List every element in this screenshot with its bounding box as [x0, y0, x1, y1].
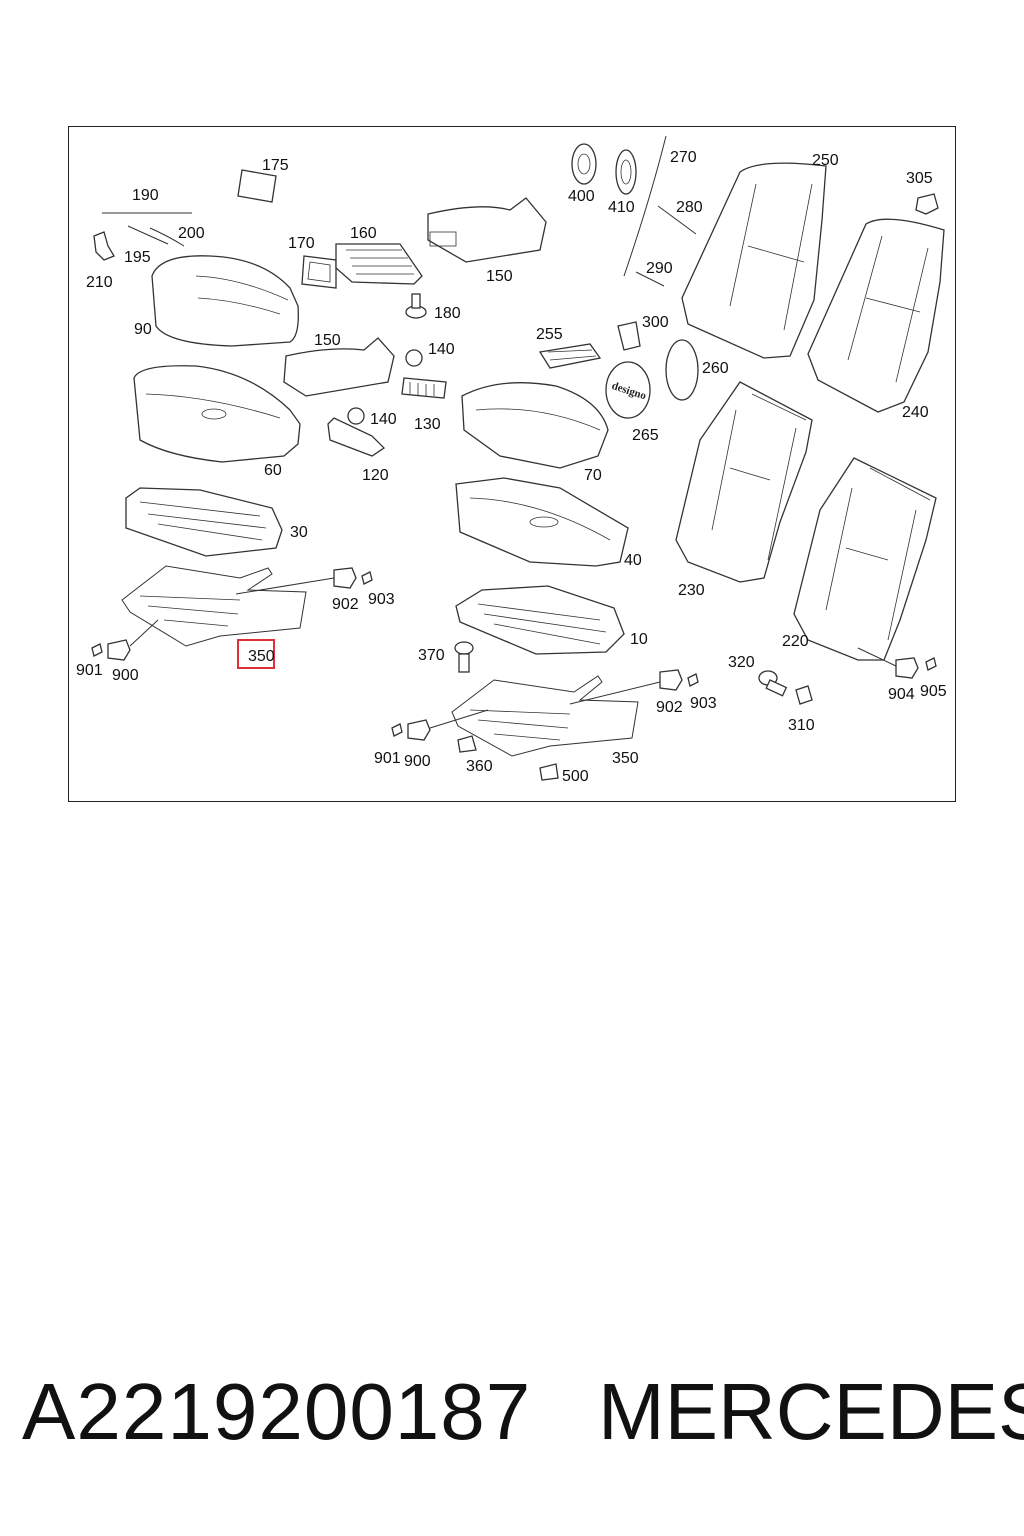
callout-310: 310 [788, 717, 815, 734]
callout-901: 901 [374, 750, 401, 767]
callout-320: 320 [728, 654, 755, 671]
hardware-right-shape [391, 669, 699, 781]
callout-370: 370 [418, 647, 445, 664]
part-410-shape [615, 149, 637, 195]
callout-270: 270 [670, 149, 697, 166]
part-10-shape [455, 585, 625, 655]
callout-160: 160 [350, 225, 377, 242]
callout-305: 305 [906, 170, 933, 187]
part-230-shape [675, 381, 813, 583]
callout-901: 901 [76, 662, 103, 679]
callout-400: 400 [568, 188, 595, 205]
callout-120: 120 [362, 467, 389, 484]
callout-902: 902 [332, 596, 359, 613]
part-290-shape [635, 271, 665, 287]
part-350-left-shape [121, 565, 307, 647]
callout-280: 280 [676, 199, 703, 216]
part-40-shape [455, 477, 629, 567]
part-260-shape [665, 339, 699, 401]
callout-903: 903 [368, 591, 395, 608]
part-250-shape [681, 162, 827, 359]
part-320-shape [758, 670, 788, 697]
callout-170: 170 [288, 235, 315, 252]
part-120-shape [327, 417, 386, 457]
callout-255: 255 [536, 326, 563, 343]
part-number: A2219200187 [22, 1367, 532, 1456]
part-190-shape [102, 212, 192, 247]
part-265-shape: designo [605, 361, 651, 419]
callout-900: 900 [112, 667, 139, 684]
part-280-shape [657, 205, 697, 235]
part-170-shape [301, 255, 337, 289]
callout-180: 180 [434, 305, 461, 322]
highlight-box [237, 639, 275, 669]
part-150-mid-shape [283, 337, 395, 397]
callout-190: 190 [132, 187, 159, 204]
callout-350: 350 [248, 648, 275, 665]
callout-300: 300 [642, 314, 669, 331]
callout-220: 220 [782, 633, 809, 650]
callout-902: 902 [656, 699, 683, 716]
part-180-shape [405, 293, 427, 319]
callout-410: 410 [608, 199, 635, 216]
callout-70: 70 [584, 467, 602, 484]
callout-40: 40 [624, 552, 642, 569]
callout-210: 210 [86, 274, 113, 291]
callout-200: 200 [178, 225, 205, 242]
callout-130: 130 [414, 416, 441, 433]
part-30-shape [125, 487, 283, 557]
callout-60: 60 [264, 462, 282, 479]
seat-exploded-view: designo [76, 135, 947, 785]
callout-140: 140 [428, 341, 455, 358]
part-400-shape [571, 143, 597, 185]
part-175-shape [237, 169, 277, 203]
part-240-shape [807, 218, 945, 413]
callout-150: 150 [314, 332, 341, 349]
callout-500: 500 [562, 768, 589, 785]
callout-900: 900 [404, 753, 431, 770]
part-160-shape [335, 243, 423, 285]
part-70-shape [461, 382, 609, 469]
callout-150: 150 [486, 268, 513, 285]
callout-10: 10 [630, 631, 648, 648]
hardware-left-shape [91, 567, 373, 661]
part-220-shape [793, 457, 937, 661]
part-130-shape [401, 377, 447, 399]
callout-905: 905 [920, 683, 947, 700]
callout-903: 903 [690, 695, 717, 712]
callout-240: 240 [902, 404, 929, 421]
part-60-shape [133, 365, 301, 463]
callout-30: 30 [290, 524, 308, 541]
part-90-shape [151, 255, 299, 347]
callout-350: 350 [612, 750, 639, 767]
callout-290: 290 [646, 260, 673, 277]
part-150-top-shape [427, 197, 547, 263]
callout-90: 90 [134, 321, 152, 338]
hardware-904-shape [857, 647, 937, 679]
callout-360: 360 [466, 758, 493, 775]
part-270-shape [623, 135, 667, 277]
part-305-shape [915, 193, 939, 215]
part-310-shape [795, 685, 813, 705]
callout-230: 230 [678, 582, 705, 599]
part-300-shape [617, 321, 641, 351]
part-140-shape [347, 349, 423, 425]
callout-195: 195 [124, 249, 151, 266]
part-255-shape [538, 343, 602, 369]
callout-265: 265 [632, 427, 659, 444]
callout-140: 140 [370, 411, 397, 428]
part-350-right-shape [451, 675, 639, 757]
callout-175: 175 [262, 157, 289, 174]
part-210-shape [93, 231, 115, 261]
callout-904: 904 [888, 686, 915, 703]
callout-260: 260 [702, 360, 729, 377]
part-370-shape [454, 641, 474, 673]
brand-name: MERCEDES [598, 1367, 1024, 1456]
callout-250: 250 [812, 152, 839, 169]
